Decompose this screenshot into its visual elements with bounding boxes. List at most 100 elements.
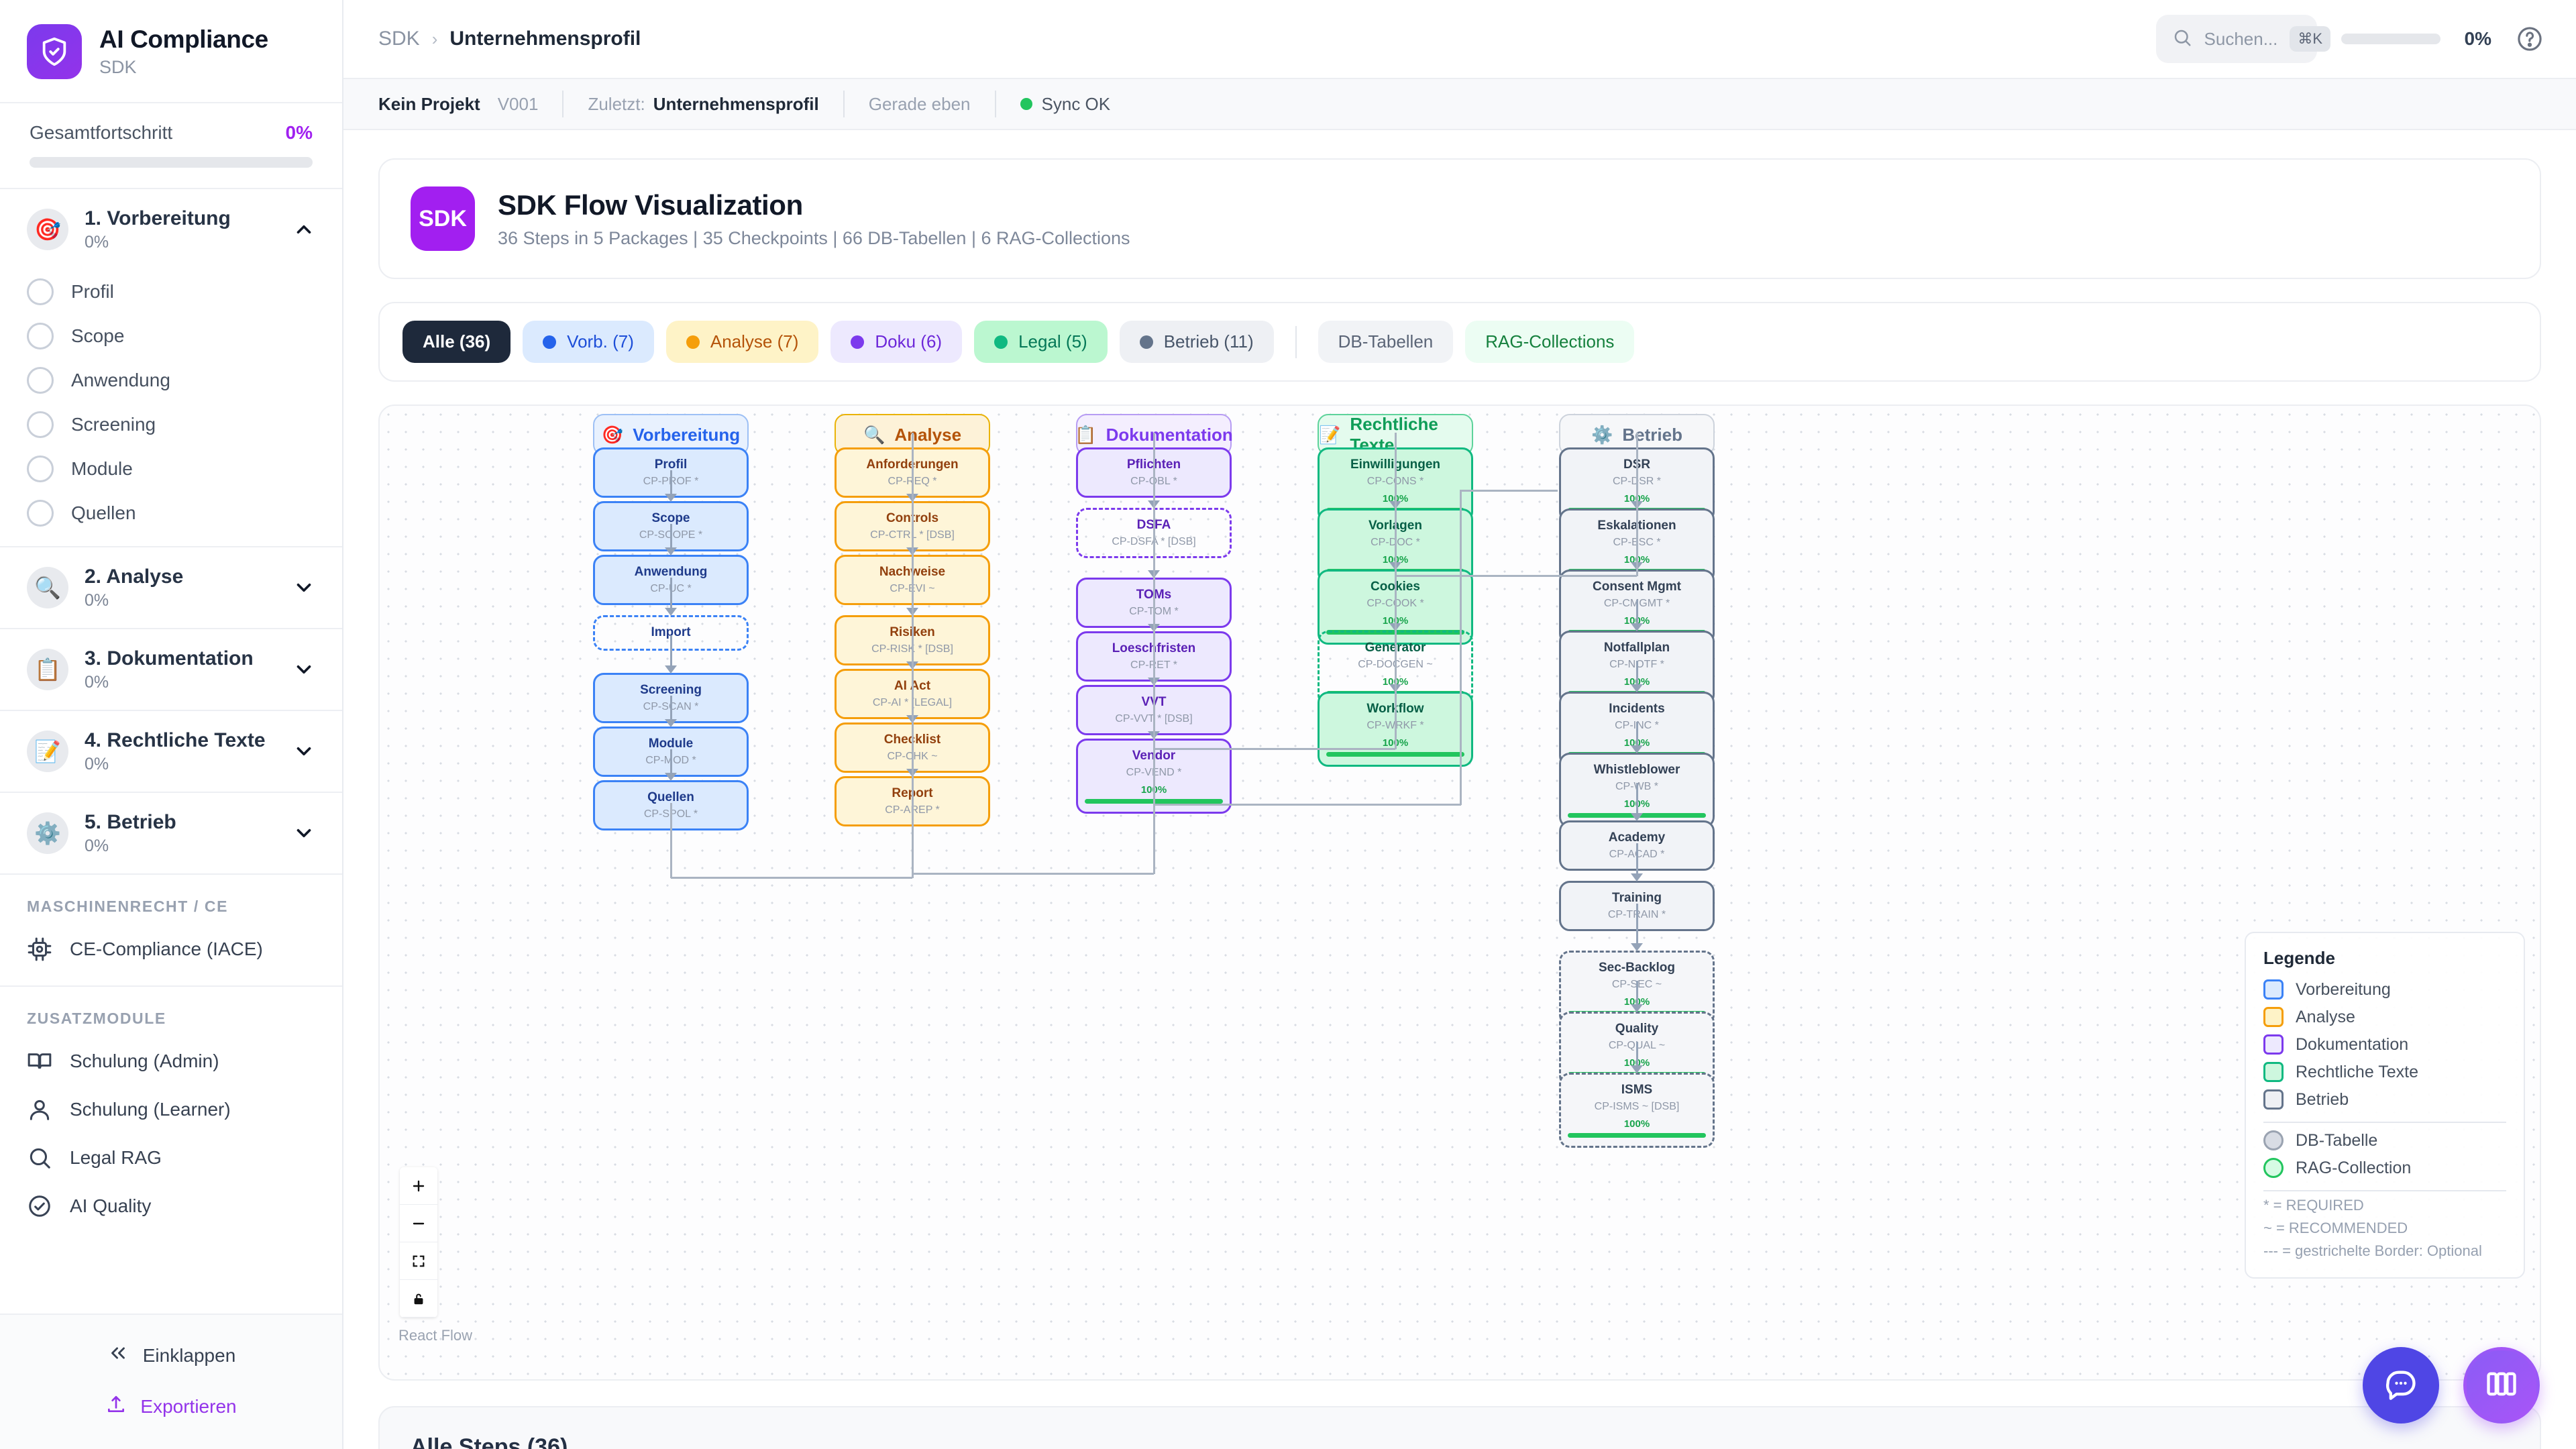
chevron-down-icon[interactable] bbox=[292, 822, 315, 845]
divider bbox=[562, 91, 564, 117]
legend-swatch-icon bbox=[2263, 1089, 2284, 1110]
chevron-down-icon[interactable] bbox=[292, 576, 315, 599]
chevron-up-icon[interactable] bbox=[292, 218, 315, 241]
filter-chip-alle-36[interactable]: Alle (36) bbox=[402, 321, 511, 363]
step-radio-icon[interactable] bbox=[27, 367, 54, 394]
help-circle-icon[interactable] bbox=[2516, 25, 2544, 53]
filter-chip-rag-collections[interactable]: RAG-Collections bbox=[1465, 321, 1635, 363]
filter-chip-vorb-7[interactable]: Vorb. (7) bbox=[523, 321, 654, 363]
flow-cross-edge bbox=[1153, 708, 1155, 749]
phase-title: 1. Vorbereitung bbox=[85, 207, 231, 229]
flow-cross-edge bbox=[1154, 748, 1395, 750]
breadcrumb-root[interactable]: SDK bbox=[378, 28, 420, 50]
topbar-progress-value: 0% bbox=[2464, 28, 2491, 49]
phase-title: 3. Dokumentation bbox=[85, 647, 254, 669]
flow-edge bbox=[1635, 783, 1638, 814]
step-radio-icon[interactable] bbox=[27, 323, 54, 350]
brand-subtitle: SDK bbox=[99, 56, 137, 77]
breadcrumb-current: Unternehmensprofil bbox=[449, 28, 641, 50]
node-title: ISMS bbox=[1621, 1083, 1653, 1097]
step-radio-icon[interactable] bbox=[27, 278, 54, 305]
phase-item-profil[interactable]: Profil bbox=[0, 270, 342, 314]
sidebar-item-schulung-learner[interactable]: Schulung (Learner) bbox=[0, 1085, 342, 1134]
phase-item-scope[interactable]: Scope bbox=[0, 314, 342, 358]
filter-chip-betrieb-11[interactable]: Betrieb (11) bbox=[1119, 321, 1274, 363]
sidebar-item-label: Schulung (Learner) bbox=[70, 1099, 231, 1120]
lock-button[interactable] bbox=[400, 1280, 437, 1318]
legend-row-analyse: Analyse bbox=[2263, 1007, 2506, 1027]
filter-chip-doku-6[interactable]: Doku (6) bbox=[830, 321, 963, 363]
flow-edge-arrow-icon bbox=[1631, 623, 1643, 631]
filter-chip-label: Vorb. (7) bbox=[567, 331, 634, 352]
filter-chip-analyse-7[interactable]: Analyse (7) bbox=[665, 321, 819, 363]
sidebar: AI Compliance SDK Gesamtfortschritt 0% 🎯… bbox=[0, 0, 343, 1449]
main-area: SDK › Unternehmensprofil Suchen... ⌘K 0% bbox=[343, 0, 2576, 1449]
phase-item-module[interactable]: Module bbox=[0, 447, 342, 491]
group-label: Dokumentation bbox=[1106, 424, 1233, 445]
sidebar-item-ce-compliance[interactable]: CE-Compliance (IACE) bbox=[0, 925, 342, 973]
phase-item-anwendung[interactable]: Anwendung bbox=[0, 358, 342, 402]
sidebar-item-legal-rag[interactable]: Legal RAG bbox=[0, 1134, 342, 1182]
flow-cross-edge bbox=[1153, 433, 1155, 874]
zoom-in-button[interactable] bbox=[400, 1167, 437, 1205]
phase-percent: 0% bbox=[85, 837, 109, 855]
filter-chip-db-tabellen[interactable]: DB-Tabellen bbox=[1318, 321, 1454, 363]
filter-chip-label: Doku (6) bbox=[875, 331, 943, 352]
step-radio-icon[interactable] bbox=[27, 455, 54, 482]
legend-row-dokumentation: Dokumentation bbox=[2263, 1034, 2506, 1055]
sync-status-dot-icon bbox=[1020, 98, 1032, 110]
fit-view-button[interactable] bbox=[400, 1242, 437, 1280]
step-radio-icon[interactable] bbox=[27, 500, 54, 527]
legend-label: RAG-Collection bbox=[2296, 1158, 2412, 1177]
search-placeholder: Suchen... bbox=[2204, 28, 2278, 49]
phase-item-screening[interactable]: Screening bbox=[0, 402, 342, 447]
flow-edge bbox=[669, 524, 672, 549]
step-radio-icon[interactable] bbox=[27, 411, 54, 438]
chip-dot-icon bbox=[1139, 335, 1153, 349]
content: SDK SDK Flow Visualization 36 Steps in 5… bbox=[343, 130, 2576, 1449]
phase-title: 4. Rechtliche Texte bbox=[85, 729, 266, 751]
phase-emoji-icon: ⚙️ bbox=[27, 812, 68, 854]
group-emoji-icon: ⚙️ bbox=[1591, 424, 1613, 445]
phase-item-quellen[interactable]: Quellen bbox=[0, 491, 342, 535]
chevron-down-icon[interactable] bbox=[292, 658, 315, 681]
export-button[interactable]: Exportieren bbox=[0, 1381, 342, 1432]
chevron-down-icon[interactable] bbox=[292, 740, 315, 763]
phase-percent: 0% bbox=[85, 755, 109, 773]
chat-fab-button[interactable] bbox=[2363, 1347, 2439, 1424]
legend-swatch-icon bbox=[2263, 1034, 2284, 1055]
flow-edge-arrow-icon bbox=[665, 608, 677, 616]
panel-fab-button[interactable] bbox=[2463, 1347, 2540, 1424]
search-input[interactable]: Suchen... ⌘K bbox=[2155, 15, 2331, 63]
chevrons-left-icon bbox=[107, 1342, 129, 1369]
flow-edge-arrow-icon bbox=[1631, 873, 1643, 881]
chip-dot-icon bbox=[994, 335, 1008, 349]
node-progress-bar bbox=[1326, 751, 1464, 757]
collapse-sidebar-button[interactable]: Einklappen bbox=[0, 1330, 342, 1381]
sidebar-item-schulung-admin[interactable]: Schulung (Admin) bbox=[0, 1037, 342, 1085]
filter-chip-label: Analyse (7) bbox=[710, 331, 799, 352]
flow-edge bbox=[1635, 904, 1638, 945]
group-label: Vorbereitung bbox=[633, 424, 741, 445]
flow-edge-arrow-icon bbox=[665, 665, 677, 674]
sidebar-item-label: Legal RAG bbox=[70, 1147, 162, 1168]
sidebar-item-label: CE-Compliance (IACE) bbox=[70, 938, 263, 959]
legend-row-betrieb: Betrieb bbox=[2263, 1089, 2506, 1110]
sidebar-item-ai-quality[interactable]: AI Quality bbox=[0, 1182, 342, 1230]
filter-chip-legal-5[interactable]: Legal (5) bbox=[974, 321, 1108, 363]
legend-swatch-icon bbox=[2263, 979, 2284, 1000]
zoom-out-button[interactable] bbox=[400, 1205, 437, 1242]
phase-item-label: Module bbox=[71, 458, 133, 479]
chat-bubble-icon bbox=[2383, 1366, 2418, 1405]
flow-cross-edge bbox=[912, 873, 1154, 875]
legend-label: Analyse bbox=[2296, 1007, 2355, 1026]
